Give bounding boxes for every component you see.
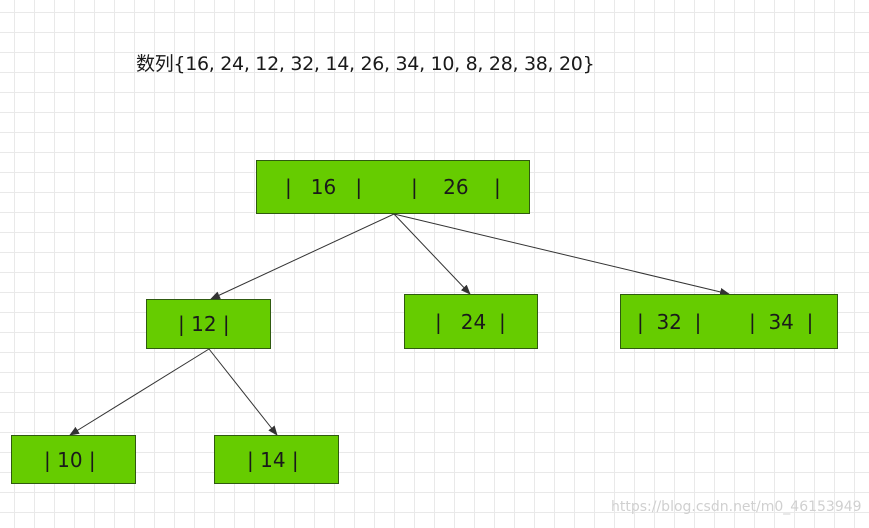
node-14-label: | 14 | [247,447,299,472]
node-root-key-26: | 26 | [411,175,501,199]
node-24: | 24 | [404,294,538,349]
node-root-key-16: | 16 | [285,175,363,199]
node-10-label: | 10 | [44,447,96,472]
node-12: | 12 | [146,299,271,349]
edge-root-12 [210,213,395,300]
edge-12-10 [69,348,210,436]
node-32-34-key-34: | 34 | [749,309,814,334]
edge-root-3234 [393,213,730,296]
node-root: | 16 | | 26 | [256,160,530,214]
node-10: | 10 | [11,435,136,484]
node-12-label: | 12 | [178,312,230,336]
sequence-title: 数列{16, 24, 12, 32, 14, 26, 34, 10, 8, 28… [136,53,595,75]
edge-12-14 [208,348,278,436]
node-32-34-key-32: | 32 | [637,309,702,334]
edge-root-24 [393,213,471,295]
watermark: https://blog.csdn.net/m0_46153949 [611,499,862,515]
node-14: | 14 | [214,435,339,484]
node-32-34: | 32 | | 34 | [620,294,838,349]
node-24-label: | 24 | [435,309,506,334]
